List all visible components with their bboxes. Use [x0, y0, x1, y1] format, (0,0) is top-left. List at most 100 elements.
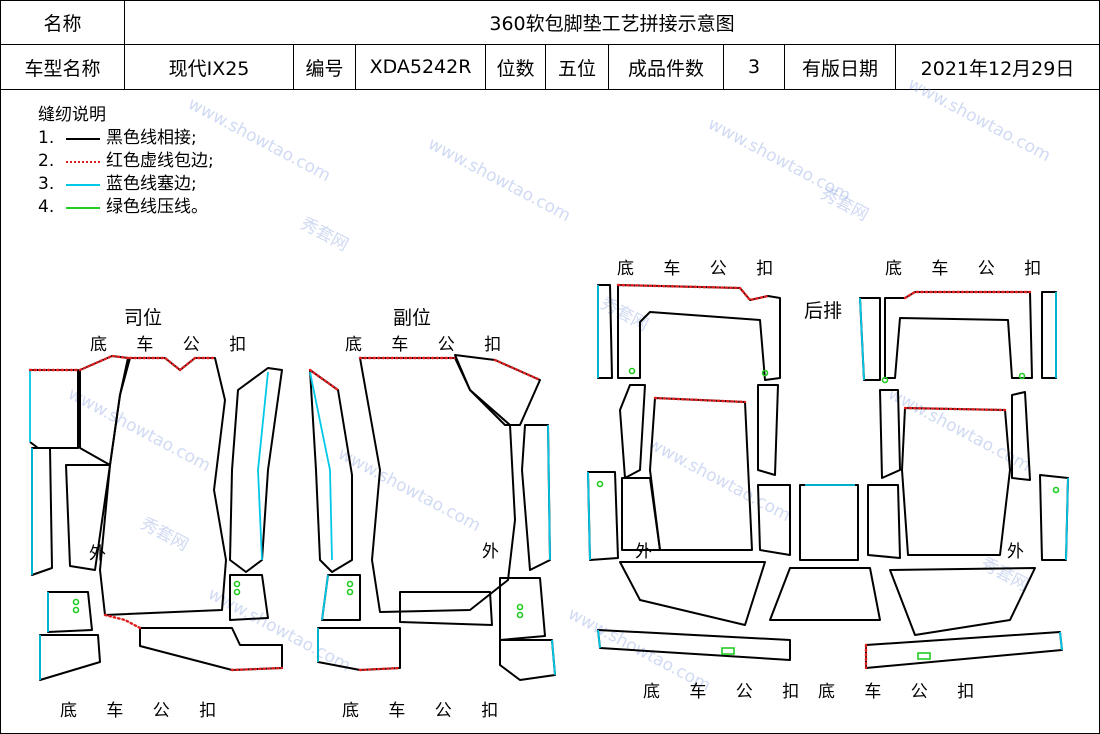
passenger-green-dot [516, 603, 524, 611]
buckle-label-passenger-top: 底 车 公 扣 [345, 335, 502, 355]
buckle-label-driver-top: 底 车 公 扣 [90, 335, 247, 355]
rear-right-top-binding [903, 290, 1032, 300]
rear-green-dot [761, 369, 769, 377]
rear-right-bottom-tuck [1059, 631, 1063, 651]
rear-right-main-binding [903, 406, 1007, 412]
driver-right-side-tuck [257, 371, 269, 561]
rear-green-dot [596, 480, 604, 488]
buckle-label-rear-left-top: 底 车 公 扣 [617, 259, 774, 279]
passenger-left-side-binding [308, 368, 340, 392]
driver-piece-left-side [31, 447, 53, 576]
rear-green-dot [1052, 486, 1060, 494]
rear-green-dot [628, 367, 636, 375]
driver-label: 司位 [124, 307, 163, 329]
rear-right-edge-strip [1041, 291, 1057, 379]
driver-left-strip-binding [78, 354, 130, 372]
passenger-right-corner-tuck [551, 639, 556, 676]
rear-left-lower-left [621, 477, 661, 551]
buckle-label-rear-left-bottom: 底 车 公 扣 [643, 682, 800, 702]
rear-left-right-strip [757, 384, 779, 476]
driver-heel-binding [103, 613, 142, 630]
buckle-label-passenger-bottom: 底 车 公 扣 [342, 701, 499, 721]
driver-main-body-binding [128, 356, 217, 372]
rear-right-left-tuck [859, 297, 865, 381]
rear-right-mat-pattern [859, 290, 1069, 670]
driver-piece-right-lower [229, 574, 269, 621]
driver-piece-bottom-left [47, 591, 93, 633]
rear-left-edge-strip [597, 284, 613, 379]
driver-piece-heel [139, 627, 283, 671]
driver-green-dot [233, 580, 241, 588]
passenger-piece-heel [317, 627, 401, 671]
passenger-heel-binding [358, 666, 402, 672]
cyan-line-swatch [66, 183, 100, 186]
passenger-green-dot [346, 580, 354, 588]
rear-green-dot [1018, 372, 1026, 380]
driver-piece-right-side [229, 367, 283, 573]
driver-green-dot [72, 606, 80, 614]
rear-left-mat-pattern [587, 283, 791, 661]
legend-title: 缝纫说明 [38, 105, 106, 125]
rear-left-green-mark [721, 647, 735, 655]
driver-piece-bottom-corner [39, 634, 101, 681]
passenger-piece-right-lower [499, 577, 546, 641]
buckle-label-rear-right-top: 底 车 公 扣 [885, 259, 1042, 279]
rear-left-mid-strip [619, 384, 646, 479]
driver-mat-pattern [28, 354, 284, 681]
driver-heel-binding [230, 666, 284, 672]
passenger-piece-right-corner [499, 639, 556, 681]
rear-left-lower-right [757, 484, 791, 556]
rear-right-main [901, 407, 1011, 556]
passenger-green-dot [346, 588, 354, 596]
rear-left-top-binding [616, 283, 770, 302]
passenger-right-strip-binding [493, 358, 542, 382]
legend-item: 2. 红色虚线包边; [38, 151, 214, 171]
outer-label-rear-left: 外 [635, 542, 652, 562]
rear-right-lower-left [867, 484, 901, 559]
driver-main-body [99, 357, 227, 616]
black-line-swatch [66, 137, 100, 140]
driver-green-dot [72, 598, 80, 606]
rear-right-outer-tuck [1065, 477, 1069, 561]
legend-item: 3. 蓝色线塞边; [38, 174, 197, 194]
outer-label-passenger: 外 [482, 542, 499, 562]
passenger-left-side-tuck [309, 371, 333, 561]
passenger-right-side-tuck [547, 424, 551, 561]
rear-center-mat-pattern [769, 484, 881, 621]
passenger-piece-right-side [521, 424, 551, 571]
rear-right-footwell [889, 567, 1036, 636]
buckle-label-rear-right-bottom: 底 车 公 扣 [818, 682, 975, 702]
passenger-piece-left-side [309, 369, 353, 573]
driver-piece-left-strip [79, 355, 129, 466]
sewing-legend: 缝纫说明 1. 黑色线相接; 2. 红色虚线包边; 3. 蓝色线塞边; 4. 绿… [38, 104, 214, 219]
rear-right-green-mark [917, 652, 931, 660]
passenger-bottom-left-tuck [321, 574, 329, 621]
rear-right-mid-strip [879, 389, 901, 479]
passenger-label: 副位 [393, 307, 432, 329]
rear-green-dot [881, 376, 889, 384]
green-line-swatch [66, 206, 100, 209]
rear-left-main [649, 397, 753, 551]
rear-left-footwell [619, 561, 766, 626]
rear-center-hump [799, 484, 859, 561]
driver-piece-inner-strip [65, 464, 111, 571]
legend-item: 4. 绿色线压线。 [38, 197, 208, 217]
rear-right-top-frame [884, 291, 1033, 379]
driver-piece-left-top [29, 369, 79, 449]
rear-left-main-binding [653, 396, 747, 404]
buckle-label-driver-bottom: 底 车 公 扣 [60, 701, 217, 721]
rear-left-bottom-tuck [597, 629, 601, 649]
red-dotted-swatch [66, 160, 100, 163]
rear-center-lower [769, 567, 881, 621]
legend-item: 1. 黑色线相接; [38, 128, 197, 148]
rear-left-outer-tuck [587, 471, 591, 561]
passenger-mat-pattern [308, 354, 556, 681]
passenger-main-body [359, 357, 516, 613]
rear-right-bottom-strip [865, 631, 1063, 669]
outer-label-rear-right: 外 [1007, 542, 1024, 562]
rear-right-right-strip [1011, 391, 1031, 481]
driver-green-dot [233, 588, 241, 596]
passenger-green-dot [516, 611, 524, 619]
rear-label: 后排 [804, 300, 843, 322]
